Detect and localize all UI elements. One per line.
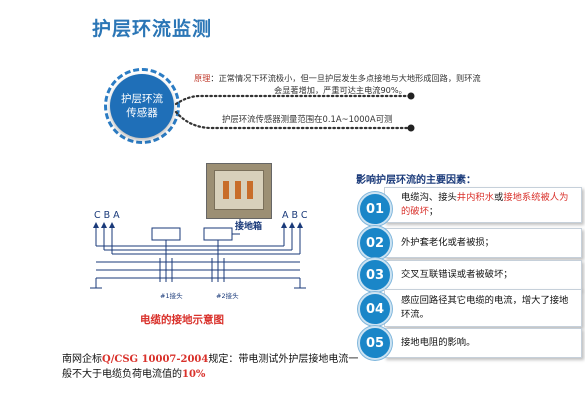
factor-text: 接地电阻的影响。: [401, 337, 476, 348]
sensor-node: 护层环流 传感器: [110, 74, 174, 138]
factor-number: 05: [358, 326, 392, 360]
range-text: 护层环流传感器测量范围在0.1A~1000A可测: [222, 114, 393, 124]
earth-box-photo: [206, 163, 272, 219]
factor-text: 外护套老化或者被损；: [401, 237, 494, 248]
factor-text-highlight: 接地系统被人为的破坏: [401, 192, 569, 217]
factor-card: 感应回路径其它电缆的电流，增大了接地环流。: [384, 289, 582, 327]
sensor-ring: [104, 68, 180, 144]
page-title: 护层环流监测: [92, 18, 213, 40]
factor-text: 电缆沟、接头: [401, 192, 457, 203]
factor-number: 03: [358, 258, 392, 292]
standard-body: 规定：带电测试外护层接地电流一般不大于电缆负荷电流值的: [62, 354, 359, 380]
factor-card: 电缆沟、接头井内积水或接地系统被人为的破坏；: [384, 187, 582, 223]
joint-1-label: #1接头: [160, 292, 183, 300]
phase-labels-left: CBA: [94, 210, 123, 221]
connector-principle-end: [407, 92, 415, 100]
connector-range-end: [407, 124, 415, 132]
factor-text-highlight: 井内积水: [456, 192, 494, 203]
factor-text: 交叉互联错误或者被破坏；: [401, 269, 513, 280]
standard-prefix: 南网企标: [62, 354, 102, 365]
connector-range: [174, 110, 412, 130]
standard-value: 10%: [182, 369, 206, 380]
factor-card: 接地电阻的影响。: [384, 328, 582, 358]
factor-card: 外护套老化或者被损；: [384, 228, 582, 258]
principle-label: 原理: [194, 73, 211, 83]
sensor-label-2: 传感器: [126, 107, 158, 119]
sensor-label-1: 护层环流: [121, 93, 163, 105]
diagram-caption: 电缆的接地示意图: [140, 314, 224, 326]
joint-2-label: #2接头: [216, 292, 239, 300]
factor-number: 02: [358, 226, 392, 260]
factor-number: 04: [358, 292, 392, 326]
standard-note: 南网企标Q/CSG 10007-2004规定：带电测试外护层接地电流一般不大于电…: [62, 352, 367, 382]
factors-title: 影响护层环流的主要因素：: [356, 175, 476, 186]
factor-card: 交叉互联错误或者被破坏；: [384, 260, 582, 290]
factor-text: 感应回路径其它电缆的电流，增大了接地环流。: [401, 295, 569, 320]
connector-principle: [174, 94, 412, 106]
principle-line-2: 会显著增加，严重可达主电流90%。: [274, 85, 407, 95]
factor-number: 01: [358, 192, 392, 226]
phase-labels-right: ABC: [282, 210, 311, 221]
principle-text: 原理：正常情况下环流极小，但一旦护层发生多点接地与大地形成回路，则环流 会显著增…: [194, 72, 494, 96]
principle-line-1: ：正常情况下环流极小，但一旦护层发生多点接地与大地形成回路，则环流: [210, 73, 481, 83]
factor-text: 或: [494, 192, 504, 203]
factor-text: ；: [428, 206, 439, 217]
earth-box-label: 接地箱: [235, 222, 263, 232]
standard-code: Q/CSG 10007-2004: [102, 354, 209, 365]
